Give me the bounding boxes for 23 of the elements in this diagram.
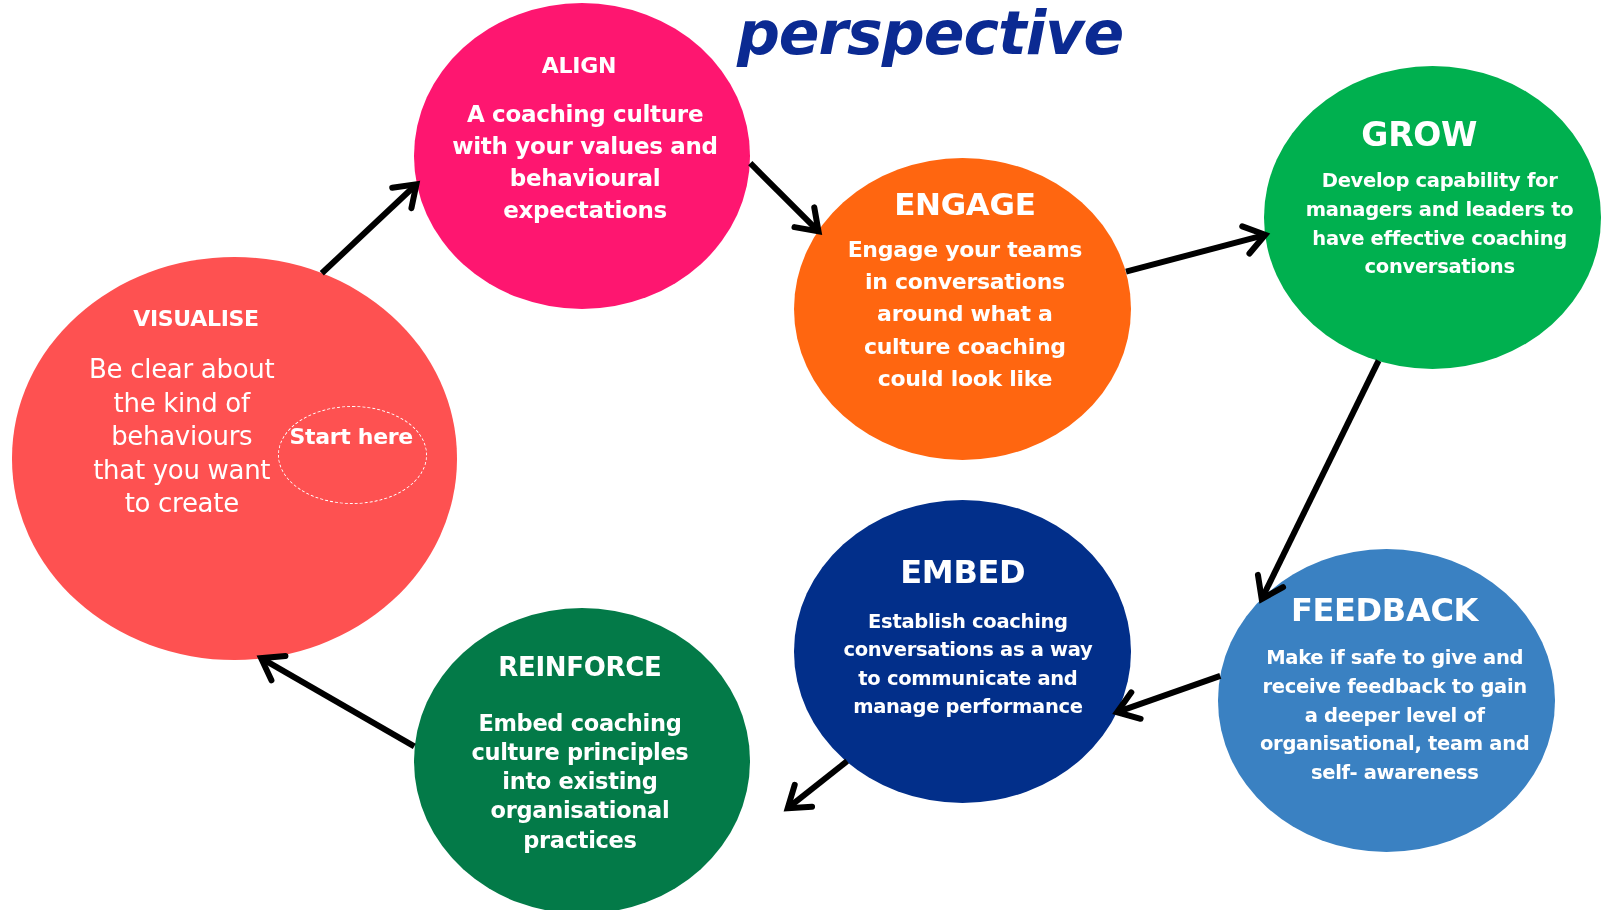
arrow — [1125, 223, 1269, 275]
stage-description: Develop capability for managers and leaders to have effective coaching conversations — [1304, 168, 1575, 281]
stage-description: Be clear about the kind of behaviours that you want to create — [88, 353, 276, 521]
stage-heading: GROW — [1360, 115, 1479, 155]
stage-heading: VISUALISE — [132, 305, 260, 334]
arrow — [1254, 359, 1382, 602]
title: perspective — [735, 0, 1125, 68]
arrow — [319, 181, 420, 276]
arrow — [258, 653, 416, 749]
arrow — [748, 161, 822, 235]
arrow — [784, 758, 849, 812]
stage-description: Engage your teams in conversations around what a culture coaching could look like — [846, 235, 1084, 394]
stage-description: A coaching culture with your values and behavioural expectations — [451, 100, 719, 225]
stage-description: Establish coaching conversations as a way to communicate and manage performance — [842, 608, 1094, 721]
stage-heading: ALIGN — [540, 52, 617, 81]
stage-heading: REINFORCE — [497, 652, 663, 684]
stage-heading: FEEDBACK — [1289, 591, 1480, 630]
stage-description: Make if safe to give and receive feedback to gain a deeper level of organisational, team and self- awareness — [1259, 645, 1531, 786]
stage-heading: ENGAGE — [893, 185, 1037, 223]
stage-heading: EMBED — [899, 553, 1027, 592]
stage-description: Embed coaching culture principles into existing organisational practices — [470, 708, 690, 855]
arrow — [1114, 673, 1222, 722]
start-label: Start here — [288, 422, 414, 451]
